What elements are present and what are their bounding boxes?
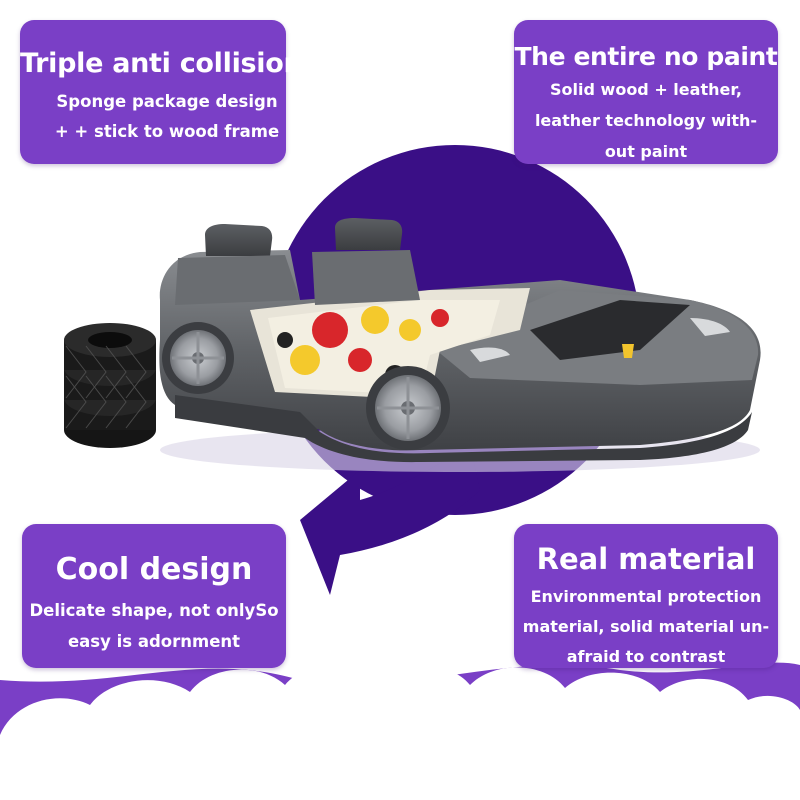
feature-description-line: Solid wood + leather, [550,80,742,99]
feature-title: The entire no paint [514,42,778,71]
feature-description-line: out paint [604,142,688,161]
feature-description-line: leather technology with- [534,111,758,130]
tire-stack-graphic [64,323,156,448]
feature-description-line: afraid to contrast [566,647,726,666]
purple-arrow-shape [300,445,480,595]
feature-description-line: Sponge package design [56,92,278,111]
feature-description: Delicate shape, not onlySo easy is adorn… [22,595,286,657]
feature-description: Environmental protection material, solid… [514,582,778,672]
feature-card-no-paint: The entire no paint Solid wood + leather… [514,20,778,164]
feature-title: Real material [536,542,756,576]
feature-description-line: material, solid material un- [522,617,770,636]
feature-card-real-material: Real material Environmental protection m… [514,524,778,668]
feature-description: Solid wood + leather, leather technology… [514,74,778,167]
feature-description-line: + + stick to wood frame [54,122,280,141]
feature-description-line: easy is adornment [67,632,241,651]
white-cloud-border [0,665,800,800]
feature-description-line: Delicate shape, not onlySo [29,601,279,620]
feature-card-triple-anti-collision: Triple anti collision Sponge package des… [20,20,303,164]
feature-description: Sponge package design + + stick to wood … [20,87,286,147]
feature-title: Triple anti collision [20,48,303,79]
feature-card-cool-design: Cool design Delicate shape, not onlySo e… [22,524,286,668]
race-car-bed-graphic [159,218,761,472]
feature-title: Cool design [55,552,253,587]
feature-description-line: Environmental protection [530,587,762,606]
